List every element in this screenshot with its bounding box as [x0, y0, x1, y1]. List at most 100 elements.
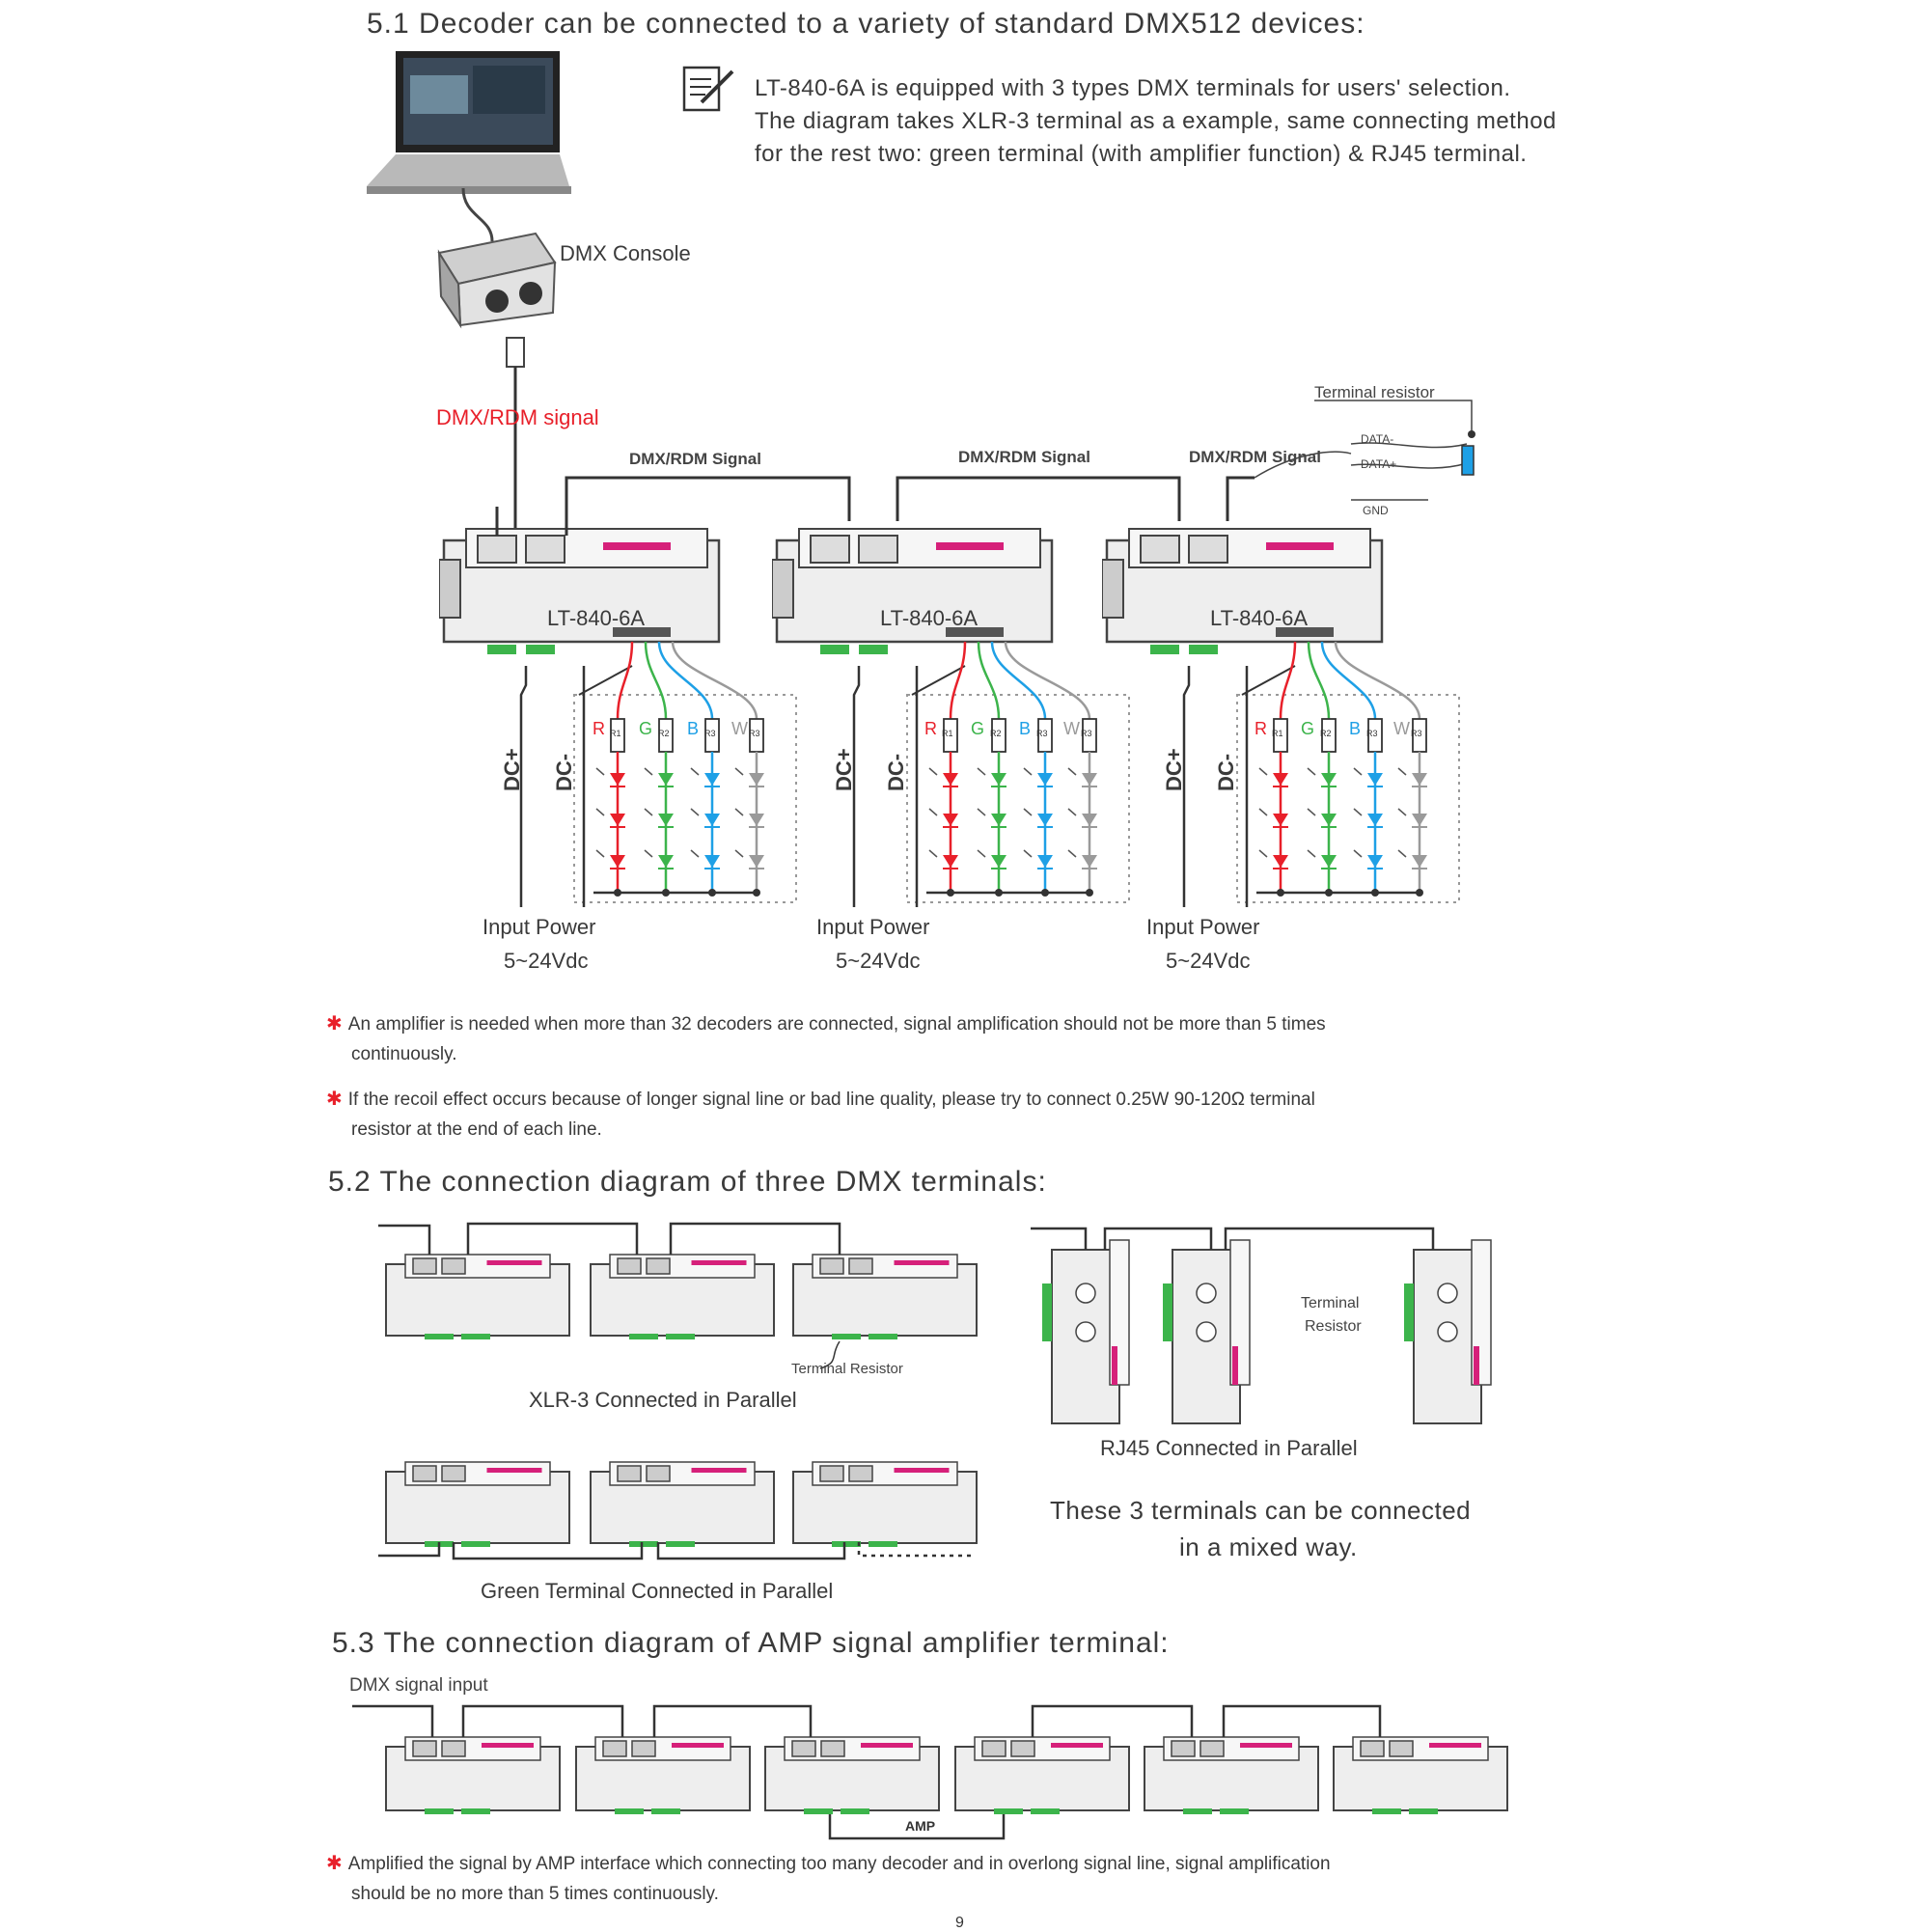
led-ray: [1307, 767, 1316, 776]
green-terminal: [1042, 1283, 1052, 1341]
green-terminal: [832, 1541, 861, 1547]
channel-wire: [657, 641, 714, 720]
input-voltage-label-1: 5~24Vdc: [504, 949, 589, 973]
led-icon: [1412, 814, 1427, 826]
label-strip: [1474, 1346, 1479, 1385]
decoder-unit-3: [1102, 528, 1384, 654]
led-icon: [749, 814, 764, 826]
gnd-label: GND: [1363, 504, 1389, 517]
label-strip: [691, 1468, 747, 1473]
xlr-port: [602, 1740, 627, 1757]
xlr-caption: XLR-3 Connected in Parallel: [529, 1388, 797, 1412]
xlr-port: [441, 1257, 466, 1275]
channel-b-label-2: B: [1019, 719, 1032, 738]
led-ray: [1397, 808, 1407, 816]
port-icon: [1437, 1321, 1458, 1342]
bullet-star-icon: ✱: [326, 1013, 343, 1035]
led-icon: [991, 855, 1006, 868]
amp-label: AMP: [905, 1818, 936, 1834]
green-terminal: [461, 1808, 490, 1814]
channel-w-label-3: W: [1393, 719, 1410, 738]
led-ray: [644, 767, 653, 776]
bullet-star-icon: ✱: [326, 1089, 343, 1110]
led-ray: [1353, 767, 1363, 776]
port-icon: [1196, 1283, 1217, 1304]
note-icon: [682, 66, 734, 112]
channel-wire: [1279, 641, 1297, 720]
channel-wire: [644, 641, 668, 720]
led-ray: [644, 849, 653, 858]
led-icon: [1412, 773, 1427, 786]
resistor-label-r4-2: R3: [1081, 729, 1092, 738]
xlr-port: [412, 1257, 437, 1275]
green-link: [378, 1542, 441, 1558]
note-line-1: LT-840-6A is equipped with 3 types DMX t…: [755, 75, 1511, 101]
usb-cable: [461, 188, 494, 242]
xlr-port: [441, 1465, 466, 1482]
green-terminal: [1404, 1283, 1414, 1341]
led-icon: [1321, 855, 1337, 868]
console-dmx-cable: [506, 337, 525, 540]
led-icon: [991, 814, 1006, 826]
label-strip: [672, 1743, 724, 1748]
led-ray: [595, 849, 605, 858]
rj45-terminal-resistor-label-1: Terminal: [1301, 1295, 1360, 1311]
green-terminal: [832, 1334, 861, 1339]
green-terminal: [868, 1541, 897, 1547]
device-model-label-3: LT-840-6A: [1210, 606, 1309, 630]
port-icon: [1075, 1283, 1096, 1304]
resistor-label-r2-2: R2: [990, 729, 1002, 738]
amp-link: [1031, 1704, 1194, 1737]
led-ray: [928, 849, 938, 858]
green-terminal: [1220, 1808, 1249, 1814]
led-strip-enclosure: [1236, 694, 1460, 903]
led-icon: [749, 773, 764, 786]
dc-plus-wire: [852, 666, 861, 907]
rj45-link: [1103, 1227, 1213, 1250]
xlr-terminal-resistor-wire: [819, 1340, 841, 1369]
led-ray: [1307, 808, 1316, 816]
led-icon: [704, 814, 720, 826]
green-terminal: [666, 1541, 695, 1547]
led-ray: [1067, 849, 1077, 858]
label-strip: [1051, 1743, 1103, 1748]
link-signal-label-1: DMX/RDM Signal: [629, 450, 761, 468]
xlr-port: [981, 1740, 1006, 1757]
xlr-port: [819, 1257, 844, 1275]
led-icon: [658, 814, 674, 826]
bullet-amplifier-line-1: An amplifier is needed when more than 32…: [347, 1014, 1326, 1035]
rj45-link: [1031, 1227, 1088, 1250]
channel-wire: [1334, 641, 1421, 720]
led-ray: [1023, 849, 1033, 858]
xlr-port: [646, 1465, 671, 1482]
resistor-label-r2-1: R2: [658, 729, 670, 738]
xlr-port: [1360, 1740, 1385, 1757]
led-ray: [734, 849, 744, 858]
green-terminal: [425, 1334, 454, 1339]
channel-r-label-3: R: [1254, 719, 1267, 738]
green-terminal: [629, 1541, 658, 1547]
junction-dot: [614, 889, 621, 897]
led-icon: [1082, 855, 1097, 868]
channel-r-label-1: R: [593, 719, 605, 738]
green-terminal: [461, 1334, 490, 1339]
amp-link: [652, 1704, 813, 1737]
label-strip: [894, 1468, 950, 1473]
label-strip: [486, 1260, 542, 1265]
led-ray: [1067, 767, 1077, 776]
junction-dot: [662, 889, 670, 897]
resistor-label-r1-1: R1: [610, 729, 621, 738]
led-ray: [690, 808, 700, 816]
led-icon: [610, 814, 625, 826]
port-icon: [1075, 1321, 1096, 1342]
xlr-port: [631, 1740, 656, 1757]
rj45-link: [1224, 1227, 1435, 1250]
bullet-recoil-line-1: If the recoil effect occurs because of l…: [347, 1090, 1315, 1110]
channel-g-label-3: G: [1301, 719, 1315, 738]
input-power-label-1: Input Power: [482, 915, 596, 939]
link-signal-label-2: DMX/RDM Signal: [958, 448, 1090, 466]
xlr-link: [466, 1222, 639, 1255]
led-ray: [1258, 849, 1268, 858]
input-voltage-label-3: 5~24Vdc: [1166, 949, 1251, 973]
led-ray: [928, 767, 938, 776]
